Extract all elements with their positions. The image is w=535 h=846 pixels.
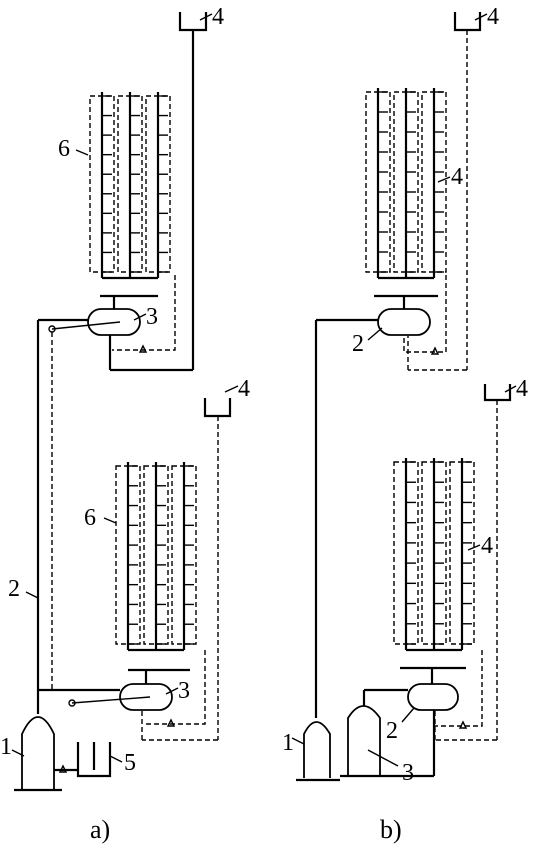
label-b-drum-top: 2 xyxy=(352,331,364,357)
label-a-tank-bottom: 4 xyxy=(238,376,250,402)
label-a-drum-top: 3 xyxy=(146,304,158,330)
label-a-drum-bottom: 3 xyxy=(178,678,190,704)
label-b-boiler2: 3 xyxy=(402,760,414,786)
label-a-boiler: 1 xyxy=(0,734,12,760)
label-a-radiator-top: 6 xyxy=(58,136,70,162)
label-b-boiler: 1 xyxy=(282,730,294,756)
separator-drum-lower-b xyxy=(407,683,459,711)
radiator-upper-a xyxy=(89,92,171,280)
boiler-b1 xyxy=(303,721,331,778)
expansion-tank-top-b xyxy=(453,12,482,32)
label-b-radiator-bottom: 4 xyxy=(481,533,493,559)
caption-b: b) xyxy=(380,815,402,844)
radiator-lower-a xyxy=(115,462,197,652)
label-b-drum-bottom: 2 xyxy=(386,718,398,744)
label-b-radiator-top: 4 xyxy=(451,164,463,190)
label-a-tank-top: 4 xyxy=(212,4,224,30)
label-b-tank-bottom: 4 xyxy=(516,376,528,402)
panel-b: 4 4 2 4 4 1 2 3 b) xyxy=(282,4,528,844)
label-b-tank-top: 4 xyxy=(487,4,499,30)
boiler-a xyxy=(21,716,55,790)
feed-tank-a xyxy=(76,742,112,778)
expansion-tank-bottom-a xyxy=(203,398,232,418)
label-a-radiator-bottom: 6 xyxy=(84,505,96,531)
radiator-upper-b xyxy=(365,88,447,280)
radiator-lower-b xyxy=(393,458,475,652)
separator-drum-upper-b xyxy=(377,308,431,336)
panel-a: 4 6 3 4 6 2 3 1 5 a) xyxy=(0,4,250,844)
expansion-tank-top-a xyxy=(178,12,208,32)
label-a-tank-low: 5 xyxy=(124,750,136,776)
caption-a: a) xyxy=(90,815,110,844)
label-a-riser: 2 xyxy=(8,576,20,602)
boiler-b2 xyxy=(347,705,381,776)
